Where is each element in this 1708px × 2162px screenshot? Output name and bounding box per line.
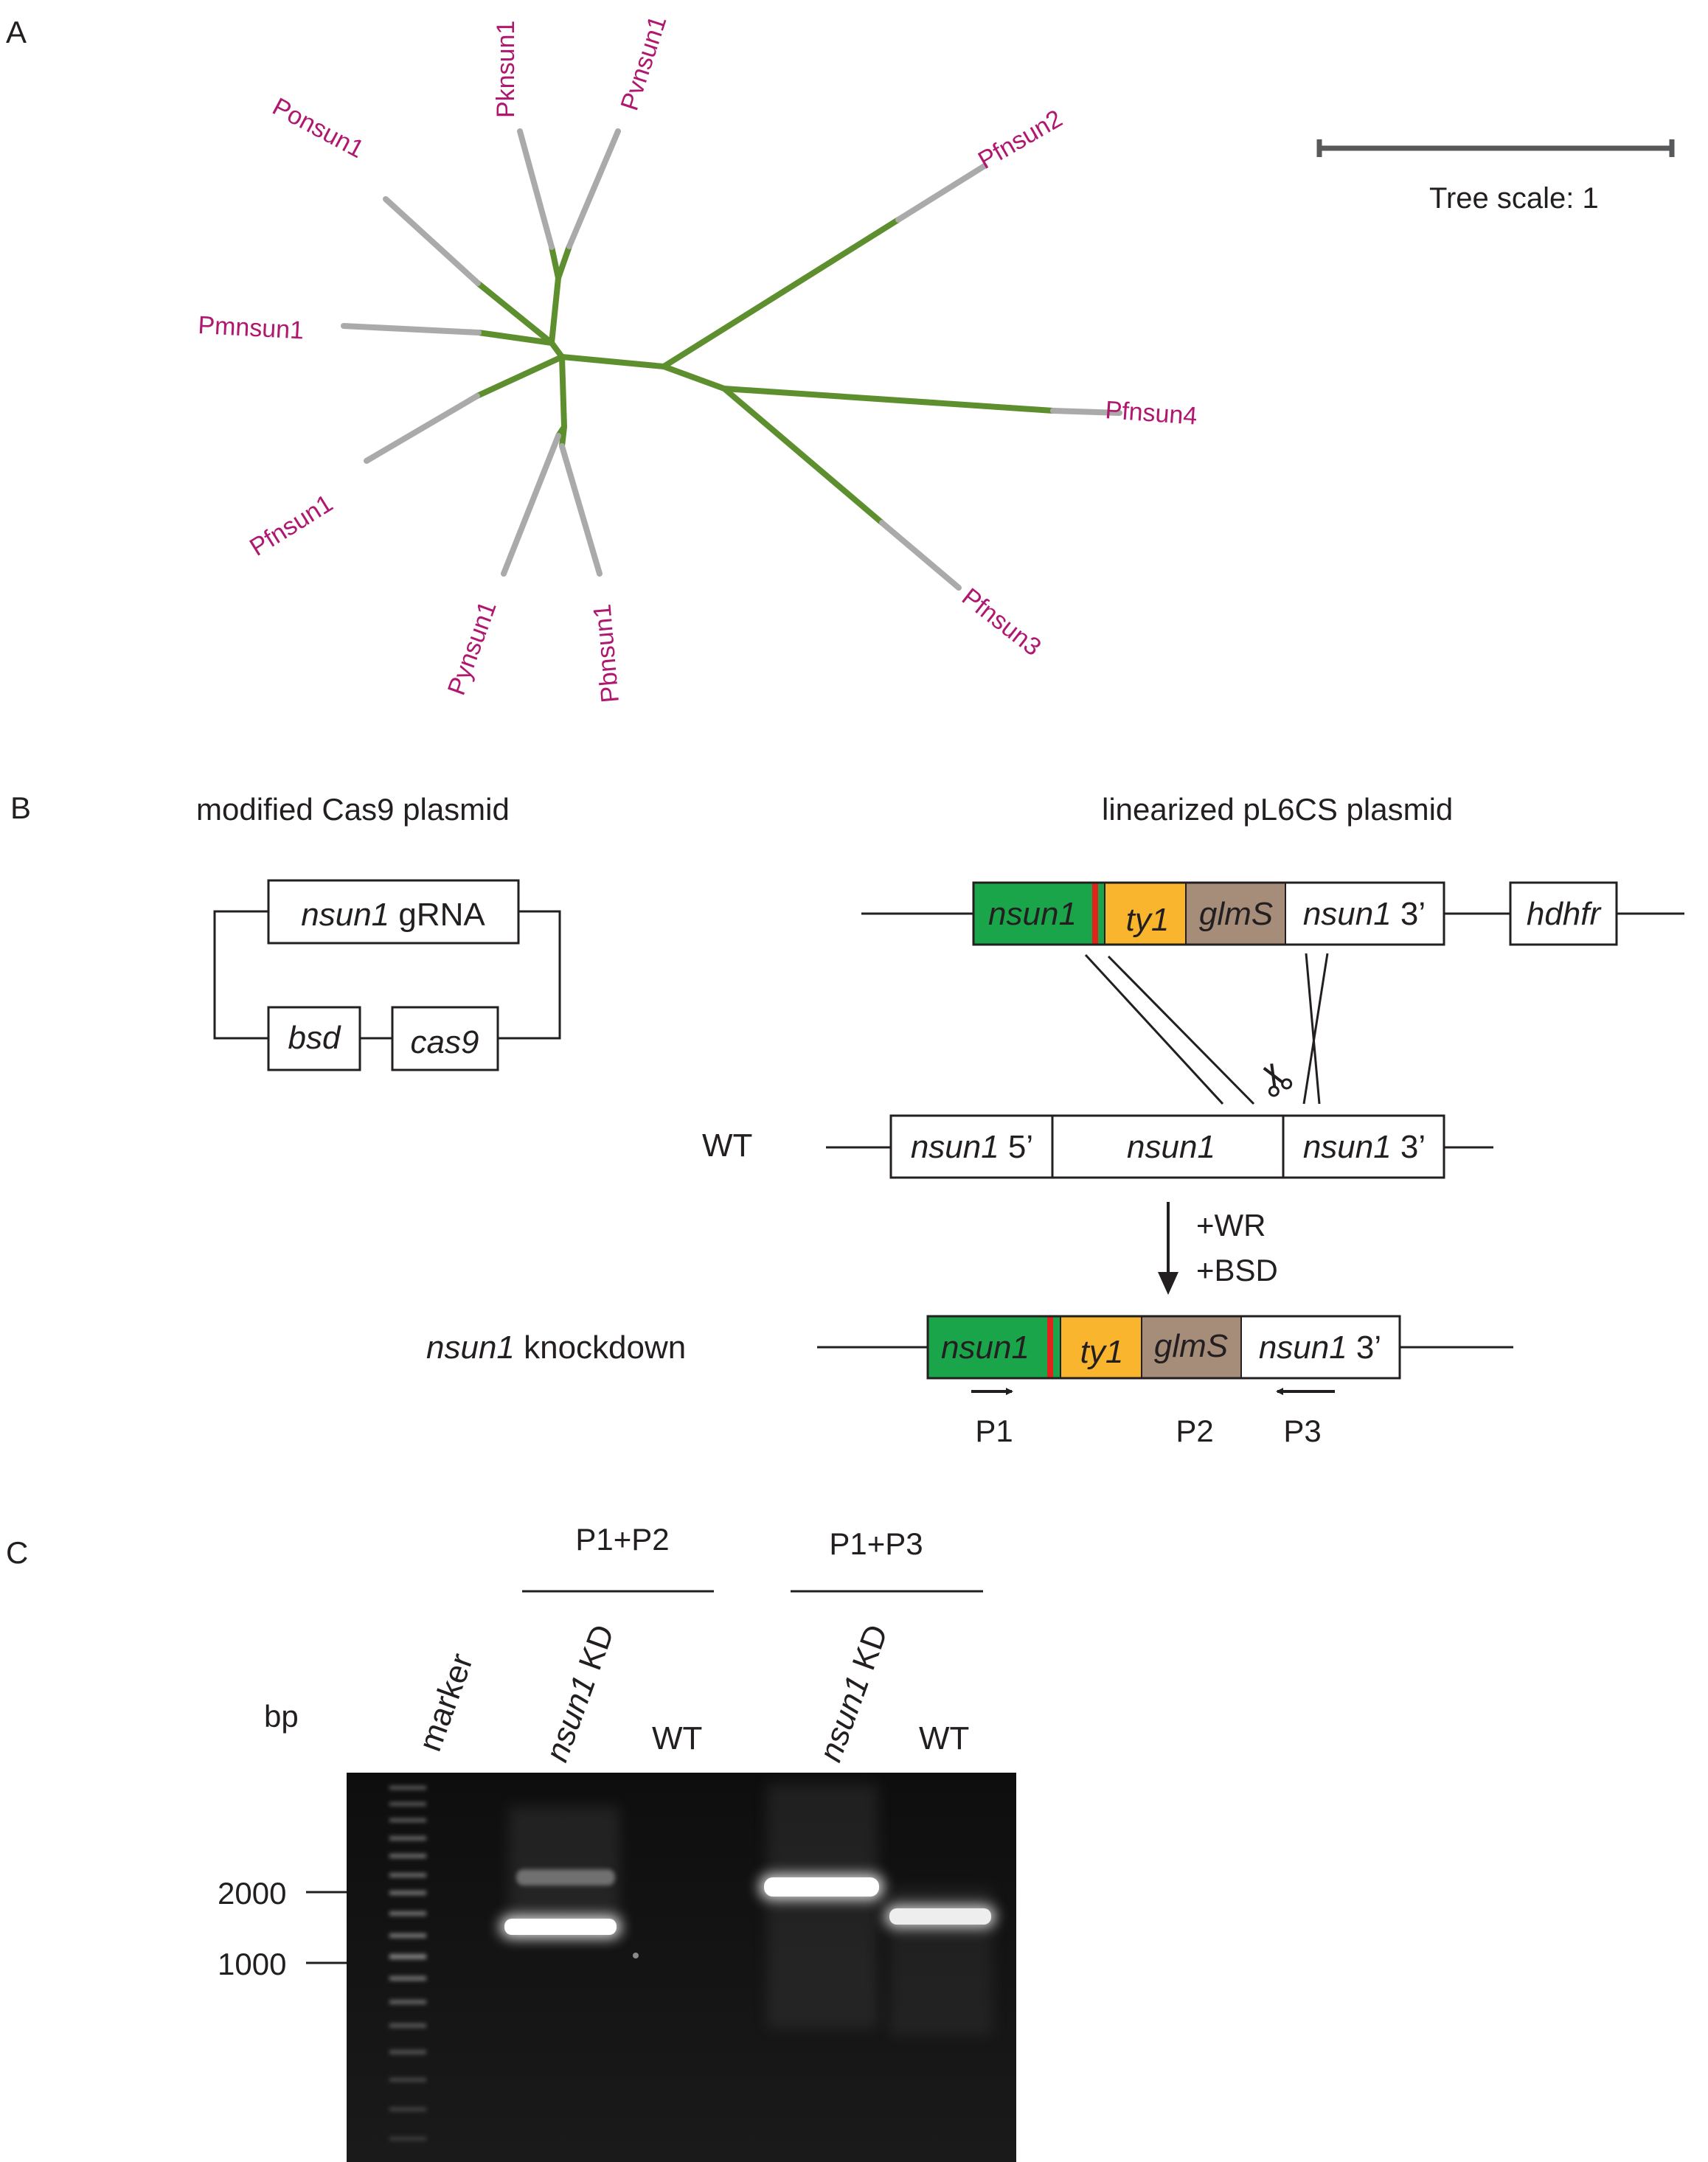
tree-scale-bar: Tree scale: 1 (1316, 139, 1675, 215)
pl6cs-ty1-segment (1105, 883, 1186, 945)
band-wt-p1p3 (885, 1888, 996, 2035)
recombination-crossovers (1084, 953, 1329, 1105)
hdhfr-label: hdhfr (1527, 896, 1603, 932)
primer-p3-label: P3 (1283, 1414, 1321, 1448)
pl6cs-outline (972, 881, 1445, 946)
leaf-label-pynsun1: Pynsun1 (442, 597, 502, 698)
cas9-label: cas9 (411, 1024, 479, 1060)
size-label-2000: 2000 (218, 1876, 286, 1911)
leaf-label-pfnsun2: Pfnsun2 (973, 105, 1067, 175)
bsd-label: bsd (288, 1020, 341, 1056)
kd-outline (926, 1315, 1401, 1380)
panel-label-b: B (10, 790, 31, 825)
tree-scale-label: Tree scale: 1 (1429, 182, 1599, 215)
gel-bp-label: bp (264, 1699, 299, 1734)
leaf-label-pbnsun1: Pbnsun1 (588, 603, 625, 704)
bsd-box (267, 1006, 361, 1071)
pl6cs-red-mark (1092, 883, 1098, 945)
lane-label-marker: marker (412, 1649, 480, 1756)
scissors-icon (1263, 1063, 1293, 1097)
lane-label-kd-2: nsun1 KD (812, 1620, 895, 1766)
pl6cs-nsun1-3prime-label: nsun1 3’ (1303, 896, 1426, 932)
panel-label-c: C (6, 1535, 28, 1570)
pl6cs-plasmid-title: linearized pL6CS plasmid (1102, 792, 1453, 827)
kd-ty1-segment (1060, 1316, 1142, 1378)
marker-ladder (389, 1786, 426, 2141)
leaf-label-pfnsun4: Pfnsun4 (1104, 396, 1198, 431)
bsd-drug-label: +BSD (1196, 1253, 1278, 1287)
wr-drug-label: +WR (1196, 1208, 1266, 1242)
kd-nsun1-label: nsun1 (941, 1329, 1030, 1366)
wt-locus-label: WT (702, 1127, 752, 1164)
tree-internal-branches (474, 217, 1056, 526)
kd-glmS-segment (1142, 1316, 1241, 1378)
gRNA-box (267, 879, 520, 945)
pl6cs-nsun1-3prime-segment (1285, 883, 1444, 945)
cas9-plasmid: modified Cas9 plasmid nsun1 gRNA bsd cas… (196, 792, 561, 1071)
panel-label-a: A (6, 15, 27, 49)
primer-p2-label: P2 (1176, 1414, 1213, 1448)
band-kd-p1p3 (760, 1784, 883, 2028)
tree-tip-branches (341, 128, 1122, 591)
selection-arrow: +WR +BSD (1158, 1202, 1278, 1295)
lane-label-kd-1: nsun1 KD (538, 1620, 621, 1766)
cas9-box (391, 1006, 499, 1071)
wt-locus-box (889, 1114, 1445, 1179)
leaf-label-pfnsun3: Pfnsun3 (957, 583, 1046, 661)
band-kd-p1p2 (500, 1807, 621, 1939)
kd-nsun1-3prime-label: nsun1 3’ (1259, 1329, 1381, 1366)
kd-glmS-label: glmS (1154, 1328, 1228, 1364)
kd-ty1-label: ty1 (1080, 1334, 1124, 1370)
knockdown-locus: nsun1 knockdown nsun1 ty1 glmS nsun1 3’ (426, 1315, 1513, 1380)
pl6cs-nsun1-label: nsun1 (988, 896, 1077, 932)
pl6cs-plasmid: linearized pL6CS plasmid nsun1 ty1 glmS … (861, 792, 1684, 946)
wt-nsun1-3prime-label: nsun1 3’ (1303, 1129, 1426, 1165)
cas9-plasmid-title: modified Cas9 plasmid (196, 792, 510, 827)
pl6cs-nsun1-segment (973, 883, 1105, 945)
leaf-label-pmnsun1: Pmnsun1 (198, 311, 305, 344)
gRNA-label: nsun1 gRNA (301, 897, 485, 933)
primers: P1 P2 P3 (971, 1388, 1335, 1448)
primer-p1-label: P1 (975, 1414, 1013, 1448)
lane-label-wt-1: WT (652, 1720, 702, 1756)
wt-locus: WT nsun1 5’ nsun1 nsun1 3’ (702, 1114, 1493, 1179)
gel-group-p1p3-label: P1+P3 (829, 1526, 923, 1561)
kd-nsun1-3prime-segment (1241, 1316, 1400, 1378)
wt-nsun1-label: nsun1 (1127, 1129, 1215, 1165)
kd-red-mark (1047, 1316, 1053, 1378)
phylogenetic-tree (341, 128, 1122, 591)
knockdown-locus-label: nsun1 knockdown (426, 1329, 686, 1366)
leaf-label-pfnsun1: Pfnsun1 (245, 489, 338, 561)
gel-group-p1p2-label: P1+P2 (575, 1522, 669, 1557)
leaf-label-ponsun1: Ponsun1 (268, 93, 368, 164)
pl6cs-glmS-segment (1186, 883, 1285, 945)
size-label-1000: 1000 (218, 1947, 286, 1981)
pl6cs-ty1-label: ty1 (1126, 902, 1170, 938)
lane-label-wt-2: WT (919, 1720, 969, 1756)
kd-nsun1-segment (928, 1316, 1060, 1378)
tree-leaf-labels: Ponsun1 Pknsun1 Pvnsun1 Pfnsun2 Pmnsun1 … (198, 13, 1198, 704)
gel-image (347, 1773, 1016, 2162)
hdhfr-box (1509, 881, 1618, 946)
wt-nsun1-5prime-label: nsun1 5’ (911, 1129, 1033, 1165)
leaf-label-pvnsun1: Pvnsun1 (615, 13, 672, 114)
leaf-label-pknsun1: Pknsun1 (492, 21, 520, 118)
pl6cs-glmS-label: glmS (1199, 896, 1273, 932)
